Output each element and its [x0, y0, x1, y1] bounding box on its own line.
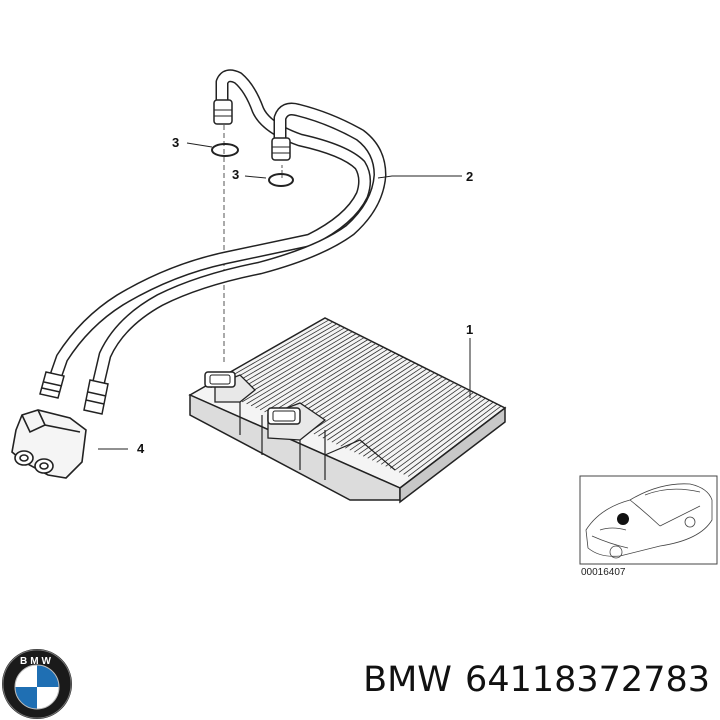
fin-line [273, 347, 384, 417]
callout-o-ring-second: 3 [232, 167, 239, 182]
caption-brand: BMW [363, 660, 452, 700]
fin-line [389, 397, 486, 469]
fin-line [268, 345, 380, 415]
fin-line [309, 362, 416, 433]
hose-pipes [48, 69, 387, 392]
o-ring-second [268, 173, 294, 187]
fin-line [354, 382, 455, 453]
fin-line [322, 368, 427, 439]
location-inset: 00016407 [579, 475, 718, 578]
fin-line [380, 393, 478, 465]
logo-lettering: BMW [20, 656, 54, 667]
fin-line [327, 370, 431, 441]
fin-line [318, 366, 424, 437]
fin-line [336, 374, 439, 445]
fin-line [367, 388, 467, 459]
leader-lines [98, 142, 471, 450]
pipe-end-right [83, 379, 109, 415]
fin-line [255, 339, 369, 409]
fin-line [376, 392, 474, 463]
fin-line [394, 399, 490, 471]
callout-grommet: 4 [137, 441, 145, 456]
fin-line [358, 384, 459, 455]
fin-line [313, 364, 420, 435]
caption-part-number: 64118372783 [465, 660, 710, 700]
fin-line [340, 376, 443, 447]
fin-line [250, 337, 365, 407]
fin-line [241, 333, 357, 403]
callout-hose-pipes: 2 [466, 169, 473, 184]
part-caption: BMW 64118372783 [361, 660, 710, 700]
fin-line [259, 341, 373, 411]
fin-line [264, 343, 377, 413]
reference-number: 00016407 [581, 567, 626, 578]
fin-line [398, 401, 494, 473]
fin-line [349, 380, 451, 451]
location-marker [617, 513, 629, 525]
pipe-fitting-top-right [271, 137, 291, 161]
pipe-fitting-top-left [213, 99, 233, 125]
fin-line [403, 403, 498, 475]
fin-line [385, 395, 482, 467]
o-ring-top [211, 143, 239, 157]
pipe-end-left [39, 371, 65, 399]
callout-o-ring-top: 3 [172, 135, 179, 150]
fin-line [371, 390, 471, 461]
fin-line [246, 335, 361, 405]
fin-line [363, 386, 463, 457]
bmw-logo: BMW [2, 649, 72, 719]
heater-core [188, 317, 507, 504]
car-outline-icon [585, 483, 713, 559]
fin-line [407, 405, 502, 477]
fin-line [237, 331, 353, 401]
callout-heater-core: 1 [466, 322, 473, 337]
fin-line [345, 378, 447, 449]
grommet [11, 409, 87, 479]
fin-line [331, 372, 435, 443]
